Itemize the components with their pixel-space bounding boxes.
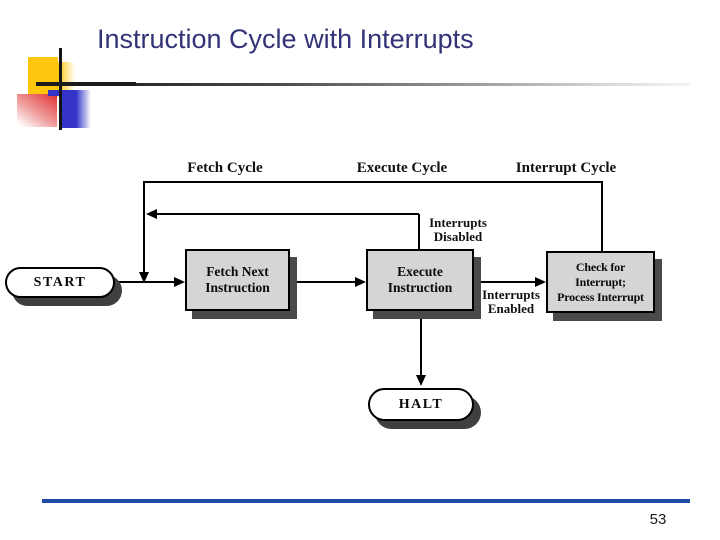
interrupts-disabled-label: Interrupts Disabled bbox=[421, 216, 495, 244]
page-number: 53 bbox=[649, 511, 667, 528]
execute-to-check-line bbox=[474, 281, 535, 283]
decor-yellow-fade bbox=[58, 62, 75, 96]
decor-vertical-line bbox=[59, 48, 62, 130]
execute-to-halt-arrowhead-icon bbox=[416, 375, 426, 386]
top-loop-line bbox=[143, 181, 603, 183]
execute-box-line2: Instruction bbox=[387, 280, 453, 295]
footer-divider-line bbox=[42, 499, 690, 503]
halt-terminal: HALT bbox=[368, 388, 474, 421]
decor-red-square bbox=[17, 94, 57, 127]
start-label: START bbox=[33, 274, 87, 290]
interrupts-enabled-label: Interrupts Enabled bbox=[476, 288, 546, 316]
check-box-line2: Interrupt; bbox=[575, 274, 626, 289]
interrupts-enabled-line1: Interrupts bbox=[482, 287, 540, 302]
title-underline-gradient bbox=[136, 83, 690, 86]
start-to-fetch-arrowhead-icon bbox=[174, 277, 185, 287]
interrupt-cycle-label: Interrupt Cycle bbox=[515, 160, 617, 176]
fetch-to-execute-arrowhead-icon bbox=[355, 277, 366, 287]
interrupt-drop-line bbox=[601, 181, 603, 251]
interrupts-disabled-arrowhead-icon bbox=[146, 209, 157, 219]
left-loop-line bbox=[143, 181, 145, 273]
execute-top-riser-line bbox=[418, 214, 420, 249]
fetch-to-execute-line bbox=[290, 281, 355, 283]
fetch-next-instruction-box: Fetch Next Instruction bbox=[185, 249, 290, 311]
fetch-box-line2: Instruction bbox=[205, 280, 270, 295]
fetch-box-line1: Fetch Next bbox=[206, 264, 269, 280]
slide-title: Instruction Cycle with Interrupts bbox=[97, 24, 474, 54]
decor-blue-fade bbox=[76, 90, 91, 128]
start-to-fetch-line bbox=[115, 281, 175, 283]
halt-label: HALT bbox=[398, 396, 444, 412]
left-loop-arrowhead-icon bbox=[139, 272, 149, 283]
execute-to-check-arrowhead-icon bbox=[535, 277, 546, 287]
check-box-line3: Process Interrupt bbox=[557, 289, 644, 304]
interrupts-disabled-line bbox=[156, 213, 419, 215]
start-terminal: START bbox=[5, 267, 115, 298]
execute-cycle-label: Execute Cycle bbox=[356, 160, 448, 176]
fetch-cycle-label: Fetch Cycle bbox=[187, 160, 263, 176]
execute-to-halt-line bbox=[420, 311, 422, 375]
interrupts-disabled-line2: Disabled bbox=[433, 229, 483, 244]
check-interrupt-box: Check for Interrupt; Process Interrupt bbox=[546, 251, 655, 313]
execute-instruction-box: Execute Instruction bbox=[366, 249, 474, 311]
interrupts-enabled-line2: Enabled bbox=[487, 301, 535, 316]
execute-box-line1: Execute bbox=[397, 264, 443, 280]
check-box-line1: Check for bbox=[575, 259, 626, 274]
decor-horizontal-line bbox=[36, 82, 136, 86]
interrupts-disabled-line1: Interrupts bbox=[429, 215, 487, 230]
decor-blue-square bbox=[62, 90, 76, 128]
decor-blue-strip bbox=[48, 90, 59, 96]
